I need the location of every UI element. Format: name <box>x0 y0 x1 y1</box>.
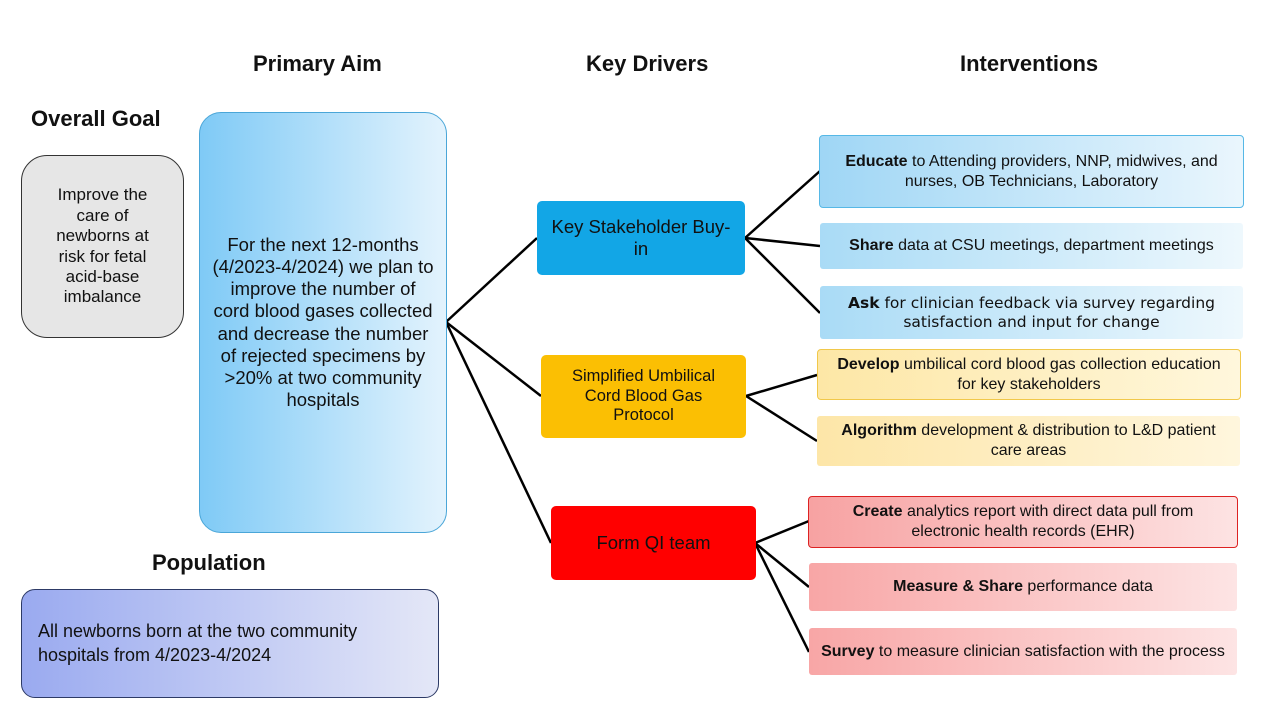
overall-goal-heading: Overall Goal <box>31 106 161 131</box>
primary-aim-box: For the next 12-months (4/2023-4/2024) w… <box>199 112 447 533</box>
connector-driver-2-to-intervention-4 <box>745 373 818 398</box>
intervention-share: Share data at CSU meetings, department m… <box>820 223 1243 269</box>
intervention-3-text: for clinician feedback via survey regard… <box>879 293 1215 331</box>
connector-driver-3-to-intervention-6 <box>754 519 810 545</box>
intervention-8-keyword: Survey <box>821 642 875 660</box>
intervention-6-text: analytics report with direct data pull f… <box>902 503 1194 540</box>
population-box: All newborns born at the two community h… <box>21 589 439 698</box>
key-driver-1-text: Key Stakeholder Buy-in <box>551 215 731 259</box>
intervention-5-text: development & distribution to L&D patien… <box>916 422 1216 459</box>
connector-driver-3-to-intervention-7 <box>754 542 810 588</box>
intervention-4-keyword: Develop <box>837 355 900 373</box>
key-driver-qi-team: Form QI team <box>551 506 756 580</box>
connector-aim-to-driver-3 <box>444 321 553 544</box>
intervention-7-text: performance data <box>1022 578 1153 596</box>
key-driver-2-text: Simplified Umbilical Cord Blood Gas Prot… <box>571 366 716 425</box>
intervention-develop: Develop umbilical cord blood gas collect… <box>817 349 1241 400</box>
overall-goal-text: Improve the care of newborns at risk for… <box>56 185 149 307</box>
intervention-5-keyword: Algorithm <box>841 422 917 440</box>
intervention-ask: Ask for clinician feedback via survey re… <box>820 286 1243 339</box>
population-text: All newborns born at the two community h… <box>38 621 358 665</box>
intervention-7-keyword: Measure & Share <box>893 578 1023 596</box>
intervention-survey: Survey to measure clinician satisfaction… <box>809 628 1237 675</box>
connector-driver-3-to-intervention-8 <box>753 542 811 653</box>
intervention-algorithm: Algorithm development & distribution to … <box>817 416 1240 466</box>
intervention-create: Create analytics report with direct data… <box>808 496 1238 548</box>
connector-driver-2-to-intervention-5 <box>745 394 818 443</box>
overall-goal-box: Improve the care of newborns at risk for… <box>21 155 184 338</box>
connector-driver-1-to-intervention-2 <box>744 236 821 248</box>
connector-aim-to-driver-1 <box>445 237 538 323</box>
intervention-1-text: to Attending providers, NNP, midwives, a… <box>904 152 1218 190</box>
connector-aim-to-driver-2 <box>445 321 542 397</box>
connector-driver-1-to-intervention-1 <box>744 170 821 239</box>
intervention-2-text: data at CSU meetings, department meeting… <box>893 237 1214 255</box>
intervention-educate: Educate to Attending providers, NNP, mid… <box>819 135 1244 208</box>
intervention-6-keyword: Create <box>852 503 903 521</box>
key-drivers-heading: Key Drivers <box>586 51 709 76</box>
intervention-1-keyword: Educate <box>845 152 908 170</box>
intervention-4-text: umbilical cord blood gas collection educ… <box>899 355 1221 393</box>
intervention-2-keyword: Share <box>849 237 894 255</box>
intervention-8-text: to measure clinician satisfaction with t… <box>874 642 1225 660</box>
connector-driver-1-to-intervention-3 <box>744 237 821 314</box>
population-heading: Population <box>152 550 266 575</box>
primary-aim-text: For the next 12-months (4/2023-4/2024) w… <box>212 233 434 411</box>
intervention-3-keyword: Ask <box>848 293 880 312</box>
key-driver-umbilical-protocol: Simplified Umbilical Cord Blood Gas Prot… <box>541 355 746 438</box>
intervention-measure-share: Measure & Share performance data <box>809 563 1237 611</box>
key-driver-3-text: Form QI team <box>596 531 711 553</box>
interventions-heading: Interventions <box>960 51 1099 76</box>
primary-aim-heading: Primary Aim <box>253 51 382 76</box>
key-driver-stakeholder-buy-in: Key Stakeholder Buy-in <box>537 201 745 275</box>
